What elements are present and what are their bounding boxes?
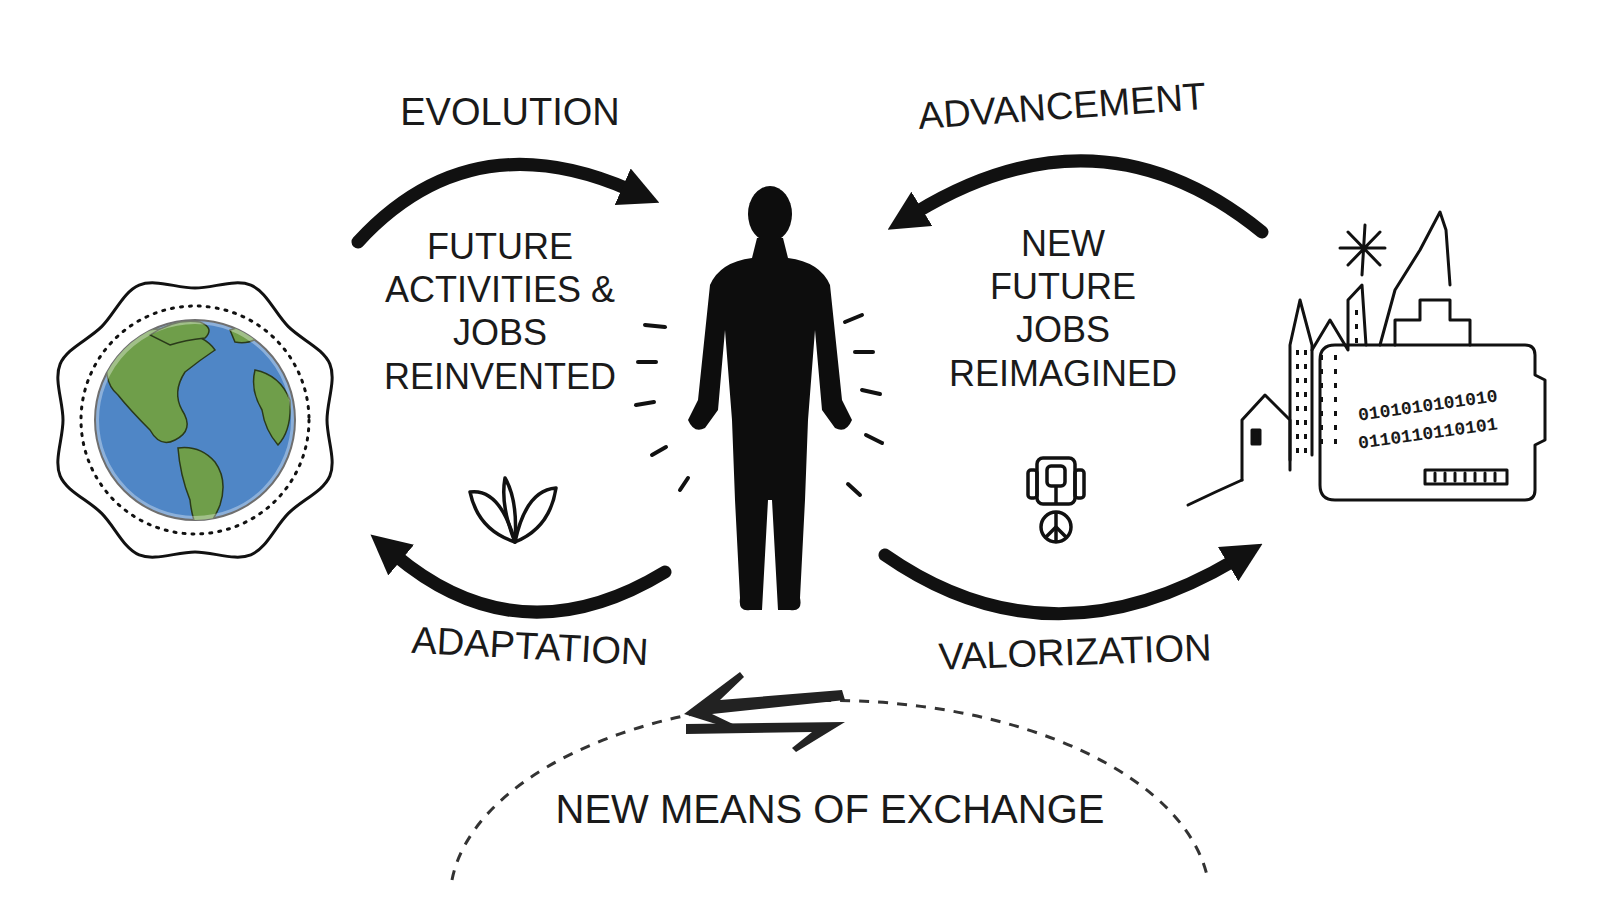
spire — [1380, 212, 1450, 345]
keyboard-slot — [1425, 470, 1507, 484]
window-dot — [1334, 355, 1337, 360]
adaptation-arrow — [395, 555, 665, 612]
robot-icon-part — [1045, 527, 1056, 538]
house-door — [1252, 430, 1260, 444]
earth-globe — [58, 283, 332, 557]
robot-icon-part — [1037, 458, 1075, 504]
city-sketch — [1188, 212, 1545, 505]
window-dot — [1296, 434, 1299, 439]
window-dot — [1304, 392, 1307, 397]
leaf-heart-icon-part — [504, 478, 516, 542]
window-dot — [1296, 350, 1299, 355]
window-dot — [1296, 392, 1299, 397]
radiance-ticks-part — [848, 484, 860, 495]
window-dot — [1320, 397, 1323, 402]
block-building — [1395, 300, 1470, 345]
computer-case — [1320, 345, 1545, 500]
window-dot — [1355, 338, 1358, 343]
window-dot — [1296, 378, 1299, 383]
radiance-ticks-part — [866, 435, 882, 443]
tower-windows — [1296, 310, 1358, 453]
dashed-arc — [452, 700, 1208, 880]
window-dot — [1296, 420, 1299, 425]
window-dot — [1304, 448, 1307, 453]
concept-text: NEW FUTURE JOBS REIMAGINED — [945, 222, 1181, 395]
exchange-arrow-right — [686, 722, 845, 752]
concept-text: FUTURE ACTIVITIES & JOBS REINVENTED — [375, 225, 625, 398]
window-dot — [1304, 406, 1307, 411]
exchange-arrow-left — [684, 672, 845, 730]
arrow-label: ADAPTATION — [379, 616, 681, 677]
radiance-ticks-part — [638, 360, 656, 364]
robot-icon-part — [1047, 466, 1065, 486]
radiance-ticks-part — [862, 390, 880, 394]
window-dot — [1304, 434, 1307, 439]
window-dot — [1334, 411, 1337, 416]
window-dot — [1320, 383, 1323, 388]
tower-3 — [1348, 285, 1366, 345]
window-dot — [1296, 364, 1299, 369]
arrow-label: VALORIZATION — [909, 624, 1240, 681]
robot-icon-part — [1041, 512, 1071, 542]
radiance-ticks-part — [645, 325, 665, 327]
window-dot — [1355, 310, 1358, 315]
robot-icon-part — [1054, 486, 1058, 504]
window-dot — [1296, 448, 1299, 453]
valorization-arrow — [885, 555, 1235, 614]
globe-shine — [95, 320, 295, 520]
radiance-ticks-part — [652, 447, 666, 455]
bottom-heading: NEW MEANS OF EXCHANGE — [510, 785, 1150, 833]
window-dot — [1334, 439, 1337, 444]
window-dot — [1304, 364, 1307, 369]
leaf-heart-icon-part — [515, 488, 556, 542]
arrow-label: ADVANCEMENT — [891, 72, 1233, 141]
window-dot — [1320, 439, 1323, 444]
body — [688, 238, 852, 610]
robot-icon-part — [1075, 470, 1084, 498]
head — [748, 186, 792, 242]
advancement-arrow — [915, 161, 1262, 232]
window-dot — [1304, 378, 1307, 383]
window-dot — [1320, 369, 1323, 374]
cycle-arrows — [358, 161, 1262, 614]
robot-icon-part — [1056, 527, 1067, 538]
radiance-ticks-part — [855, 350, 873, 354]
window-dot — [1304, 420, 1307, 425]
window-dot — [1320, 411, 1323, 416]
arrow-label: EVOLUTION — [360, 90, 660, 136]
house — [1242, 395, 1290, 480]
star — [1340, 225, 1385, 275]
window-dot — [1334, 397, 1337, 402]
tower-1 — [1290, 300, 1312, 460]
window-dot — [1304, 350, 1307, 355]
window-dot — [1334, 383, 1337, 388]
exchange-arc — [452, 672, 1208, 880]
keyboard-keys — [1435, 473, 1495, 481]
window-dot — [1320, 355, 1323, 360]
radiance-ticks-part — [845, 315, 862, 322]
human-figure — [688, 186, 852, 610]
window-dot — [1296, 406, 1299, 411]
robot-icon — [1028, 458, 1084, 542]
radiance-ticks-part — [636, 402, 654, 405]
window-dot — [1355, 324, 1358, 329]
leaf-heart-icon — [470, 478, 556, 542]
radiance-ticks-part — [680, 478, 688, 490]
window-dot — [1334, 425, 1337, 430]
window-dot — [1334, 369, 1337, 374]
window-dot — [1320, 425, 1323, 430]
radiance-ticks — [636, 315, 882, 495]
globe-outline — [58, 283, 332, 557]
ground-line — [1188, 480, 1242, 505]
robot-icon-part — [1028, 470, 1037, 498]
orbit-dots — [81, 306, 309, 534]
